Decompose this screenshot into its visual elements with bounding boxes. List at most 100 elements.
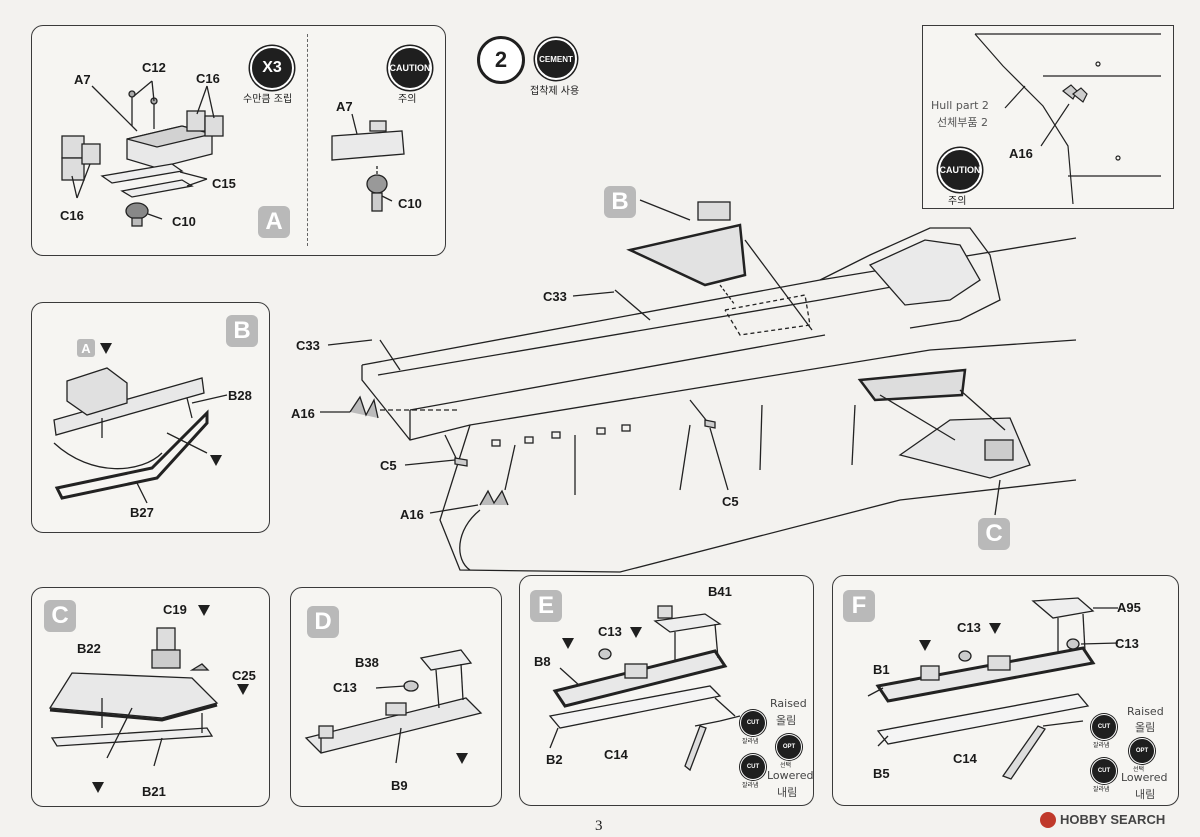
label-b38: B38 xyxy=(355,655,379,670)
label-b21: B21 xyxy=(142,784,166,799)
lowered-kr: 내림 xyxy=(777,786,798,799)
note-triangle-icon xyxy=(92,782,104,793)
note-triangle-icon xyxy=(989,623,1001,634)
note-triangle-icon xyxy=(456,753,468,764)
label-a7: A7 xyxy=(74,72,91,87)
raised-en: Raised xyxy=(770,697,807,710)
cut-note: 잘라냄 xyxy=(1093,742,1110,749)
opt-note: 선택 xyxy=(780,762,792,769)
main-label-a16-a: A16 xyxy=(291,406,315,421)
inset-hull-part-en: Hull part 2 xyxy=(931,99,989,112)
panel-b-drawing xyxy=(53,367,228,504)
panel-e: E B41 C13 B8 B2 C14 CUT 잘라냄 OPT 선택 CUT 잘… xyxy=(519,575,814,806)
opt-badge: OPT xyxy=(776,734,802,760)
note-triangle-icon xyxy=(210,455,222,466)
main-label-c33-b: C33 xyxy=(543,289,567,304)
cut-badge: CUT xyxy=(740,710,766,736)
opt-note: 선택 xyxy=(1133,766,1145,773)
label-c16-left: C16 xyxy=(60,208,84,223)
label-b41: B41 xyxy=(708,584,732,599)
raised-kr: 올림 xyxy=(1135,721,1156,734)
note-triangle-icon xyxy=(237,684,249,695)
panel-a-divider xyxy=(307,34,308,246)
step-number: 2 xyxy=(477,36,525,84)
lowered-kr: 내림 xyxy=(1135,788,1156,801)
label-c14: C14 xyxy=(953,751,977,766)
caution-note: 주의 xyxy=(398,94,417,105)
main-tag-b: B xyxy=(604,186,636,218)
label-a95: A95 xyxy=(1117,600,1141,615)
note-triangle-icon xyxy=(919,640,931,651)
panel-c-drawing xyxy=(48,627,219,767)
panel-a-tag: A xyxy=(258,206,290,238)
label-b9: B9 xyxy=(391,778,408,793)
label-c13-a: C13 xyxy=(957,620,981,635)
caution-badge: CAUTION xyxy=(388,46,432,90)
watermark-logo-icon xyxy=(1040,812,1056,828)
label-c14: C14 xyxy=(604,747,628,762)
label-c19: C19 xyxy=(163,602,187,617)
inset-hull-part-kr: 선체부품 2 xyxy=(937,116,988,129)
panel-b: B A B28 B27 xyxy=(31,302,270,533)
panel-a: X3 수만큼 조립 CAUTION 주의 A7 C12 C16 C15 C16 … xyxy=(31,25,446,256)
label-b28: B28 xyxy=(228,388,252,403)
panel-b-tag: B xyxy=(226,315,258,347)
note-triangle-icon xyxy=(630,627,642,638)
cut-note: 잘라냄 xyxy=(1093,786,1110,793)
x3-badge: X3 xyxy=(250,46,294,90)
panel-d-tag: D xyxy=(307,606,339,638)
cement-note: 접착제 사용 xyxy=(530,86,580,97)
main-label-c33-a: C33 xyxy=(296,338,320,353)
label-c15: C15 xyxy=(212,176,236,191)
label-b1: B1 xyxy=(873,662,890,677)
raised-en: Raised xyxy=(1127,705,1164,718)
panel-b-sub-tag: A xyxy=(77,339,95,357)
cut-note: 잘라냄 xyxy=(742,738,759,745)
label-caution-c10: C10 xyxy=(398,196,422,211)
label-c16-top: C16 xyxy=(196,71,220,86)
label-c13: C13 xyxy=(598,624,622,639)
cut-badge: CUT xyxy=(1091,714,1117,740)
x3-note: 수만큼 조립 xyxy=(243,94,293,105)
cut-badge: CUT xyxy=(1091,758,1117,784)
main-label-c5-b: C5 xyxy=(722,494,739,509)
inset-hull-detail: Hull part 2 선체부품 2 A16 CAUTION 주의 xyxy=(922,25,1174,209)
label-b22: B22 xyxy=(77,641,101,656)
cut-note: 잘라냄 xyxy=(742,782,759,789)
label-b2: B2 xyxy=(546,752,563,767)
label-b8: B8 xyxy=(534,654,551,669)
lowered-en: Lowered xyxy=(767,769,814,782)
label-c12: C12 xyxy=(142,60,166,75)
panel-e-tag: E xyxy=(530,590,562,622)
main-label-a16-b: A16 xyxy=(400,507,424,522)
opt-badge: OPT xyxy=(1129,738,1155,764)
inset-drawing xyxy=(974,33,1161,205)
panel-e-drawing xyxy=(548,605,741,772)
label-b5: B5 xyxy=(873,766,890,781)
panel-a-drawing xyxy=(61,80,405,227)
note-triangle-icon xyxy=(562,638,574,649)
label-caution-a7: A7 xyxy=(336,99,353,114)
page-number: 3 xyxy=(595,818,603,834)
label-c25: C25 xyxy=(232,668,256,683)
main-tag-c: C xyxy=(978,518,1010,550)
panel-f-tag: F xyxy=(843,590,875,622)
label-c13: C13 xyxy=(333,680,357,695)
panel-c: C C19 B22 C25 B21 xyxy=(31,587,270,807)
raised-kr: 올림 xyxy=(776,714,797,727)
cement-badge: CEMENT xyxy=(535,38,577,80)
main-label-c5-a: C5 xyxy=(380,458,397,473)
watermark: HOBBY SEARCH xyxy=(1060,812,1166,827)
inset-label-a16: A16 xyxy=(1009,146,1033,161)
inset-caution-note: 주의 xyxy=(948,196,967,207)
lowered-en: Lowered xyxy=(1121,771,1168,784)
panel-c-tag: C xyxy=(44,600,76,632)
panel-f: F A95 C13 C13 B1 B5 C14 CUT 잘라냄 OPT 선택 C… xyxy=(832,575,1179,806)
panel-f-drawing xyxy=(867,597,1119,780)
note-triangle-icon xyxy=(198,605,210,616)
cut-badge: CUT xyxy=(740,754,766,780)
label-c13-b: C13 xyxy=(1115,636,1139,651)
panel-d-drawing xyxy=(304,649,483,764)
note-triangle-icon xyxy=(100,343,112,354)
